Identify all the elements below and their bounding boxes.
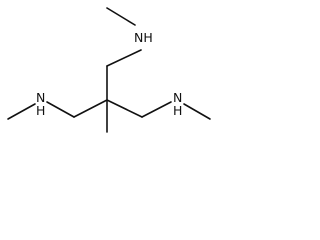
bond-quaternary-left-ch2 xyxy=(73,99,108,118)
atom-label-n-right-h: H xyxy=(173,103,182,118)
atom-label-n-left: N xyxy=(36,90,45,105)
bond-quaternary-right-ch2 xyxy=(106,99,143,118)
bond-right-ch2-n xyxy=(141,101,172,118)
bond-top-nh-ch2 xyxy=(106,49,142,67)
bond-top-methyl xyxy=(106,7,136,26)
atom-label-n-right: N xyxy=(173,90,182,105)
molecule-structure: NH N H N H xyxy=(7,7,211,133)
bond-right-n-methyl xyxy=(183,103,211,120)
atom-label-n-top: NH xyxy=(134,30,153,45)
bond-left-ch2-n xyxy=(46,101,75,118)
bond-left-n-methyl xyxy=(7,103,36,120)
atom-label-n-left-h: H xyxy=(36,103,45,118)
